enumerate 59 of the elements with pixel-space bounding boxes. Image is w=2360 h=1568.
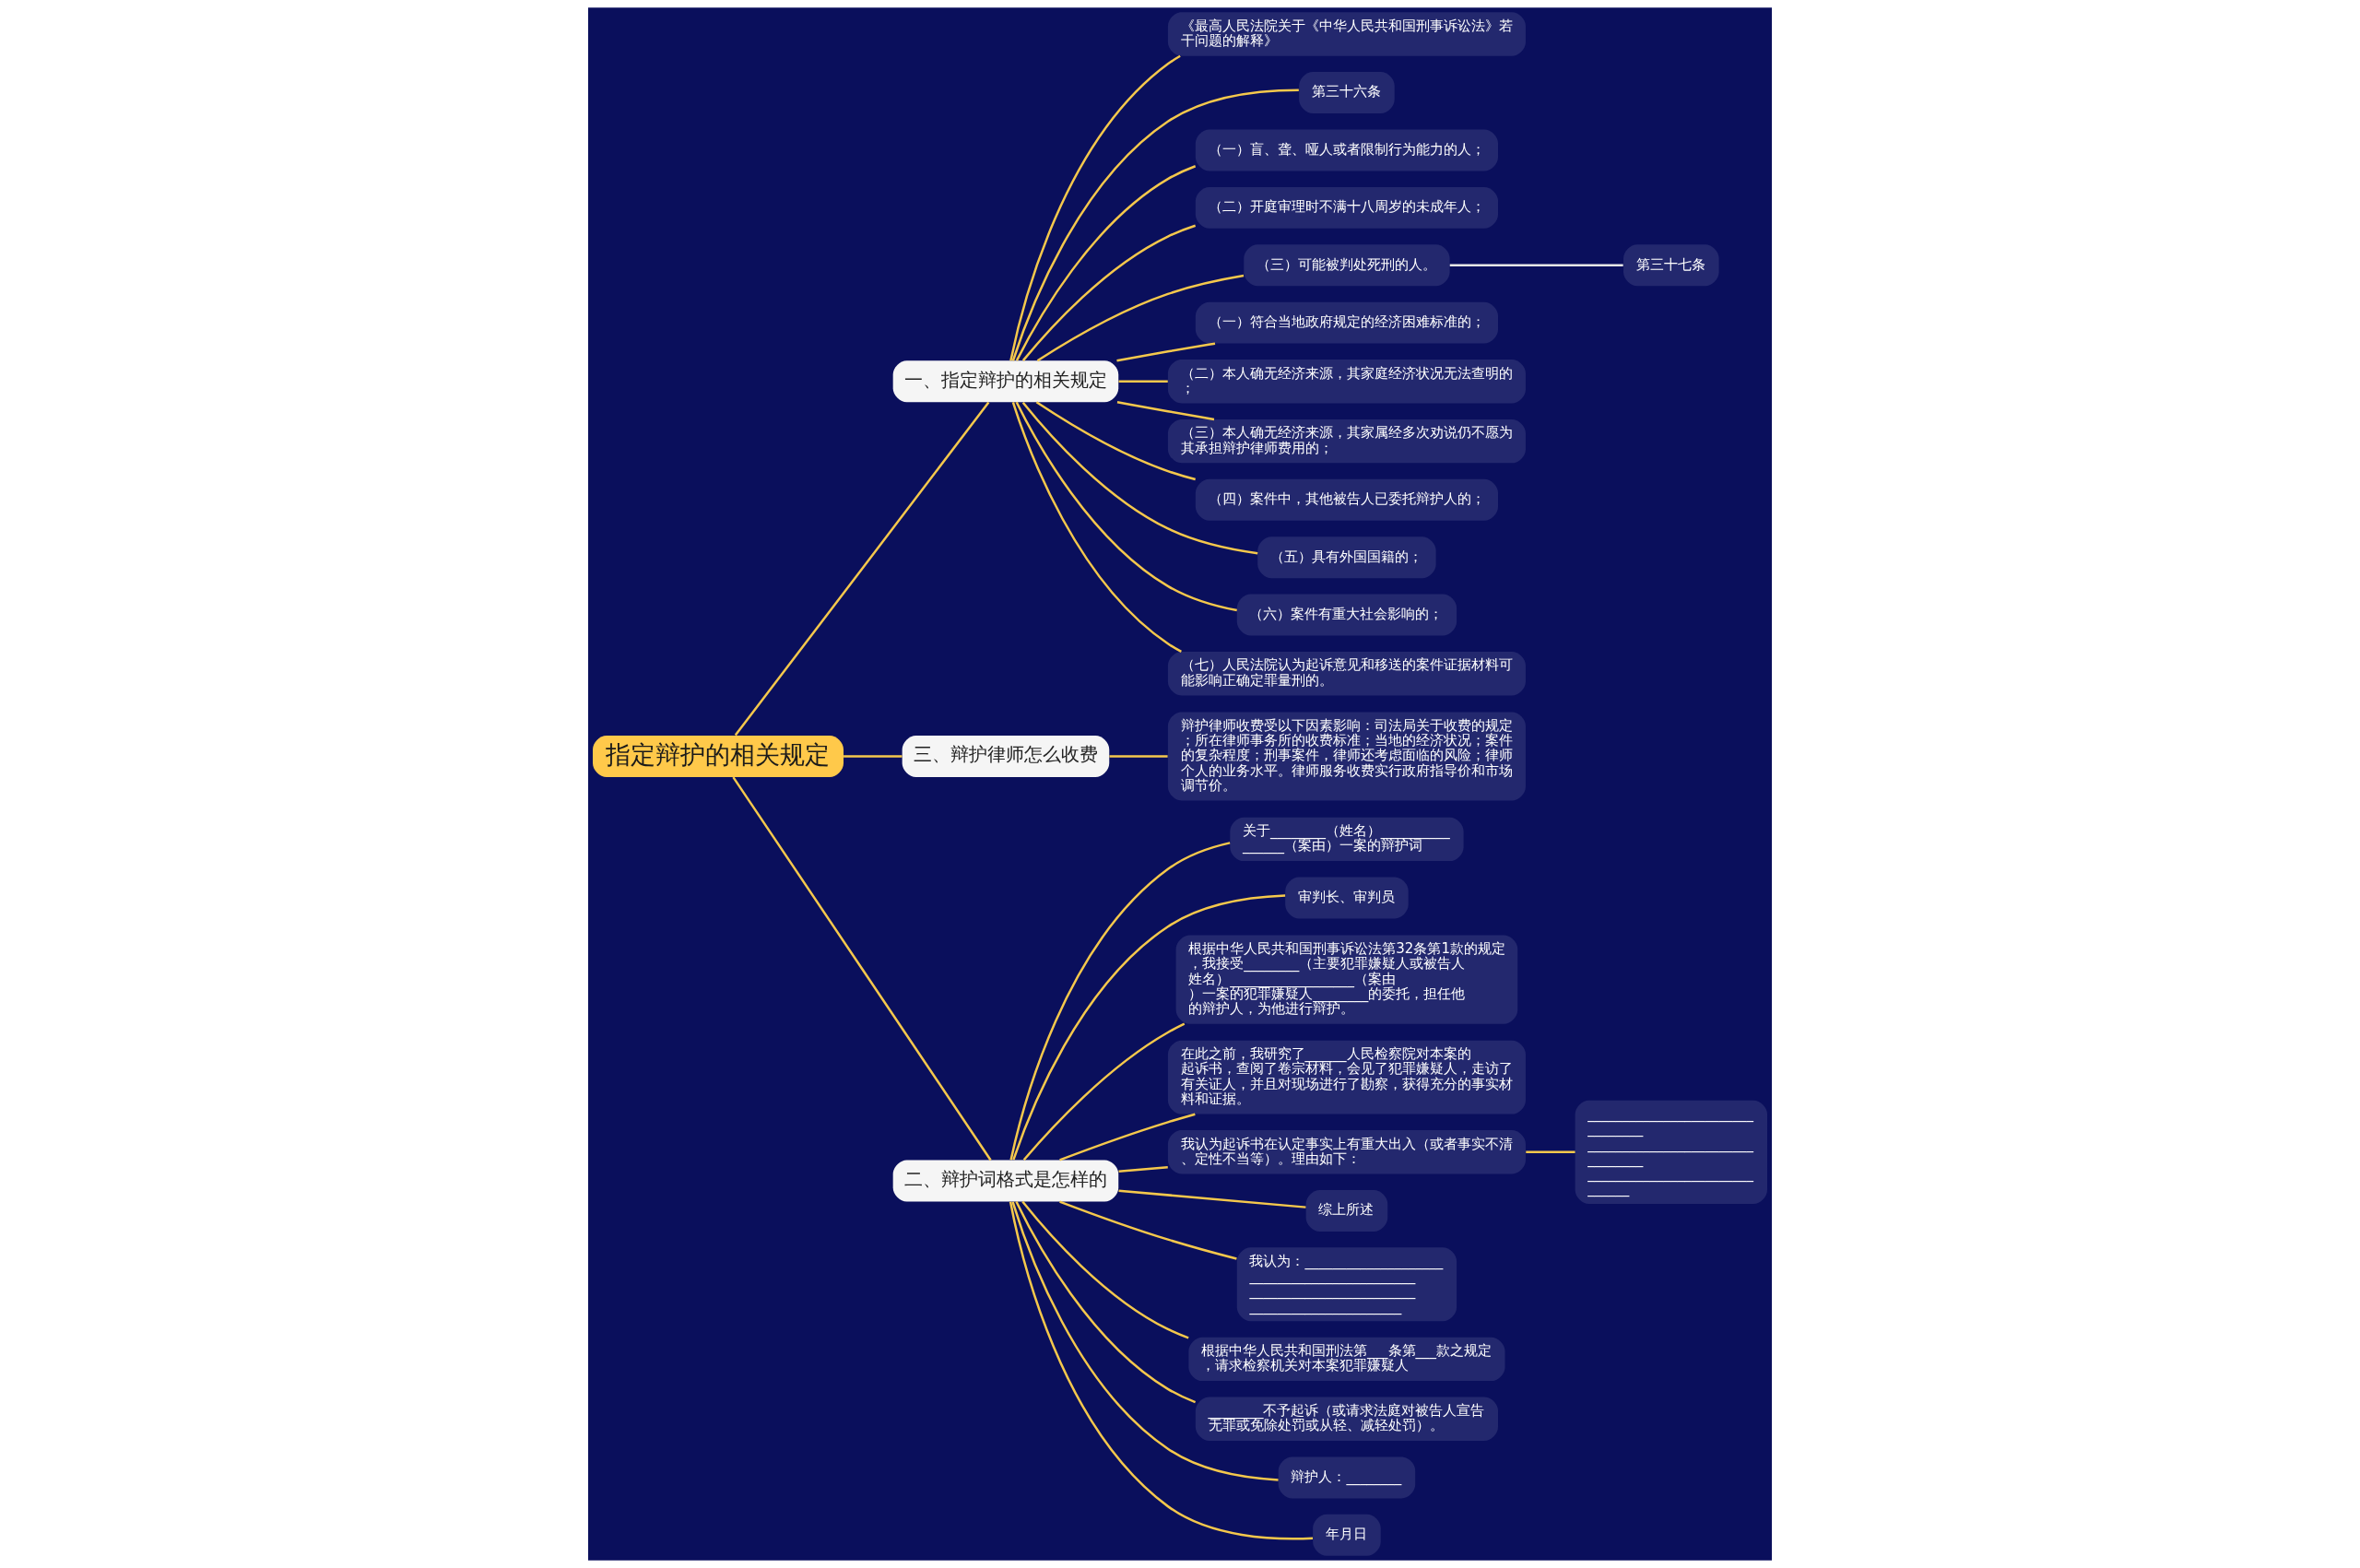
node-box: （七）人民法院认为起诉意见和移送的案件证据材料可能影响正确定罪量刑的。 [1167, 652, 1526, 696]
node-box: 审判长、审判员 [1285, 877, 1409, 919]
node-box: 综上所述 [1305, 1190, 1388, 1232]
connector [1012, 894, 1286, 1161]
node-box: 年月日 [1313, 1514, 1381, 1556]
connector [1116, 342, 1216, 362]
connector [1015, 401, 1237, 612]
node-box: （六）案件有重大社会影响的； [1236, 594, 1457, 636]
node-box: 在此之前，我研究了______人民检察院对本案的起诉书，查阅了卷宗材料，会见了犯罪嫌疑人，走访了有关证人，并且对现场进行了勘察，获得充分的事实材料和证据。 [1167, 1040, 1526, 1114]
node-box: （三）本人确无经济来源，其家属经多次劝说仍不愿为其承担辩护律师费用的； [1167, 419, 1526, 464]
node-box: ________不予起诉（或请求法庭对被告人宣告无罪或免除处罚或从轻、减轻处罚）。 [1195, 1397, 1498, 1441]
connector [1118, 1189, 1306, 1208]
connector [734, 401, 990, 737]
node-box: 《最高人民法院关于《中华人民共和国刑事诉讼法》若干问题的解释》 [1167, 12, 1526, 56]
connector [1116, 401, 1215, 421]
connector [1021, 224, 1197, 361]
connector [1118, 380, 1168, 383]
connector [1036, 274, 1245, 362]
connector [1009, 842, 1231, 1161]
node-box: 第三十六条 [1299, 72, 1395, 113]
connector [844, 755, 903, 758]
node-box: 指定辩护的相关规定 [593, 736, 844, 777]
node-box: （二）开庭审理时不满十八周岁的未成年人； [1195, 186, 1498, 229]
node-box: （五）具有外国国籍的； [1257, 536, 1436, 579]
node-box: 一、指定辩护的相关规定 [892, 360, 1119, 403]
connector [1011, 402, 1182, 653]
connector [1011, 1201, 1279, 1481]
connector [1109, 755, 1168, 758]
node-box: ________________________________ ________________________________ ______________________________ [1575, 1100, 1767, 1204]
connector [1059, 1113, 1196, 1161]
connector [1449, 264, 1623, 266]
connector [1009, 54, 1181, 361]
node-box: 我认为：__________________________________________________________________________________________ [1236, 1247, 1457, 1322]
connector [1015, 1200, 1197, 1404]
node-box: （一）盲、聋、哑人或者限制行为能力的人； [1195, 129, 1498, 171]
connector [1011, 88, 1299, 361]
connector [1021, 1200, 1189, 1339]
connector [1009, 1201, 1314, 1540]
node-box: （一）符合当地政府规定的经济困难标准的； [1195, 301, 1498, 344]
node-box: 根据中华人民共和国刑法第___条第___款之规定，请求检察机关对本案犯罪嫌疑人 [1188, 1337, 1505, 1382]
connector [1118, 1165, 1168, 1173]
node-box: （四）案件中，其他被告人已委托辩护人的； [1195, 478, 1498, 521]
node-box: 根据中华人民共和国刑事诉讼法第32条第1款的规定，我接受________（主要犯罪嫌疑人或被告人姓名）__________________（案由）一案的犯罪嫌疑人________的委托，担任他的辩护人，为他进行辩护。 [1175, 935, 1518, 1024]
node-box: 第三十七条 [1623, 244, 1719, 287]
node-box: （三）可能被判处死刑的人。 [1244, 244, 1450, 287]
node-box: 辩护人：________ [1278, 1456, 1416, 1499]
connector [732, 776, 992, 1161]
connector [1035, 401, 1196, 481]
node-box: 我认为起诉书在认定事实上有重大出入（或者事实不清、定性不当等）。理由如下： [1167, 1130, 1526, 1174]
node-box: 二、辩护词格式是怎样的 [892, 1160, 1119, 1202]
connector [1059, 1200, 1237, 1260]
node-box: 关于________（姓名）________________（案由）一案的辩护词 [1230, 817, 1464, 862]
node-box: 辩护律师收费受以下因素影响：司法局关于收费的规定；所在律师事务所的收费标准；当地的经济状况；案件的复杂程度；刑事案件，律师还考虑面临的风险；律师个人的业务水平。律师服务收费实行政府指导价和市场调节价。 [1167, 712, 1526, 801]
connector [1015, 165, 1197, 361]
node-box: （二）本人确无经济来源，其家庭经济状况无法查明的； [1167, 360, 1526, 404]
connector [1022, 1022, 1186, 1161]
node-box: 三、辩护律师怎么收费 [902, 736, 1110, 777]
connector [1021, 401, 1258, 555]
connector [1526, 1150, 1575, 1154]
